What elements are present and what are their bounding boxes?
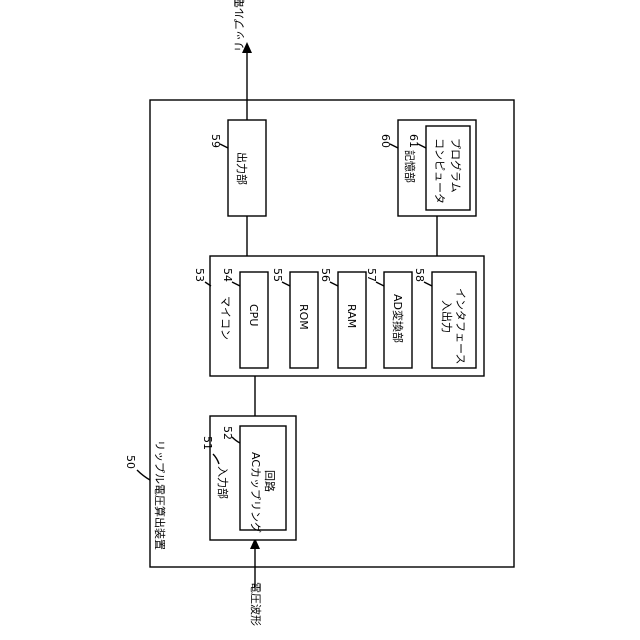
device-label: リップル電圧算出装置 [153,440,167,550]
ad-converter-label: AD変換部 [391,294,405,343]
ref-58: 58 [413,268,426,282]
leader-50 [137,470,150,480]
storage-label: 記憶部 [403,150,417,183]
microcomputer-label: マイコン [219,296,232,340]
ref-52: 52 [221,426,234,440]
ref-57: 57 [365,268,378,282]
program-box [426,126,470,210]
rom-label: ROM [297,304,310,330]
ac-coupling-label-line2: 回路 [263,470,276,492]
ref-54: 54 [221,268,234,282]
ref-61: 61 [407,134,420,148]
output-section-label: 出力部 [235,152,249,185]
io-label-line1: 入出力 [440,300,454,333]
ref-53: 53 [193,268,206,282]
ref-50: 50 [124,455,137,469]
ref-59: 59 [209,134,222,148]
ref-60: 60 [379,134,392,148]
program-label-line1: コンピュータ [433,138,446,204]
ref-56: 56 [319,268,332,282]
io-label-line2: インタフェース [454,288,467,364]
input-voltage-label: 電圧波形 [249,582,262,626]
cpu-label: CPU [247,304,260,326]
ac-coupling-box [240,426,286,530]
ac-coupling-label-line1: ACカップリング [249,452,263,533]
ref-55: 55 [271,268,284,282]
output-voltage-label: リップル電圧 [233,0,246,52]
ref-51: 51 [201,436,214,450]
ram-label: RAM [345,304,358,328]
input-section-label: 入力部 [216,466,230,499]
io-interface-box [432,272,476,368]
program-label-line2: プログラム [449,138,463,193]
